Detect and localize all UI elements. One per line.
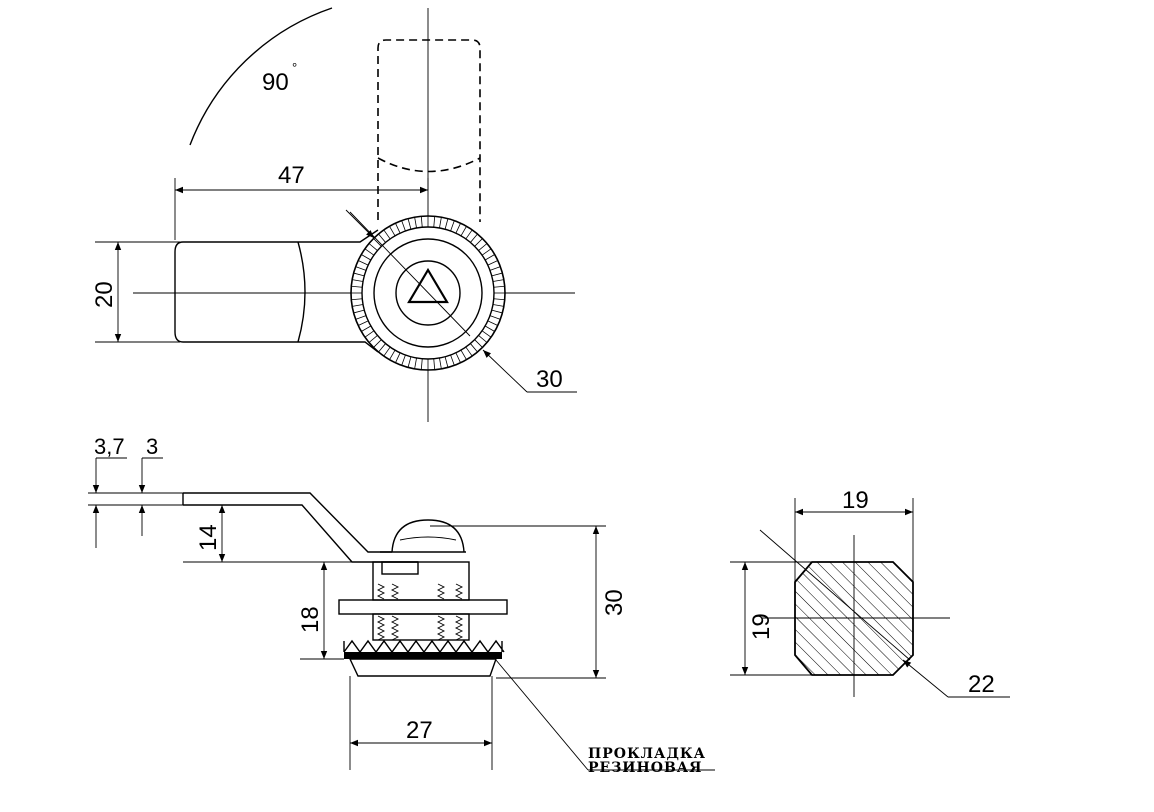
dim-square-height: 19 [748,613,775,640]
gasket-note-line2: РЕЗИНОВАЯ [588,760,703,776]
dim-square-diagonal: 22 [968,671,995,698]
angle-unit: ° [292,60,297,75]
dim-offset-b: 3 [146,434,158,459]
top-view: 90 ° 47 20 30 [91,7,577,422]
body-lower [372,613,470,641]
lock-head [349,211,506,371]
handle-bend-line [297,241,306,343]
rotated-handle-bend [377,157,481,173]
rotated-handle-outline [377,39,481,222]
dim-total-height: 30 [601,589,628,616]
dim-body-diameter: 27 [406,717,433,744]
dim-head-diameter: 30 [536,366,563,393]
handle-top-edge [183,229,379,243]
handle-end [174,241,184,343]
angle-label: 90 [262,69,289,96]
dim-thread-length: 18 [297,606,324,633]
section-view: 19 19 22 [730,487,1010,698]
square-section [794,561,914,676]
side-view: 3,7 3 14 18 30 27 ПРОКЛАДКА РЕЗИНОВАЯ [88,434,715,776]
handle-bottom-edge [183,341,379,353]
dim-offset-a: 3,7 [94,434,125,459]
triangle-key-icon [407,267,449,304]
rotation-arc [189,7,333,146]
flange [348,658,497,677]
dim-handle-length: 47 [278,162,305,189]
nut [338,599,508,615]
rubber-gasket [344,652,502,659]
dim-square-width: 19 [842,487,869,514]
dome-cap [391,519,465,553]
body-upper [372,561,470,601]
serrated-washer [343,639,505,654]
dim-cam-drop: 14 [195,524,222,551]
gasket-note-line1: ПРОКЛАДКА [588,746,706,762]
dim-handle-width: 20 [91,281,118,308]
